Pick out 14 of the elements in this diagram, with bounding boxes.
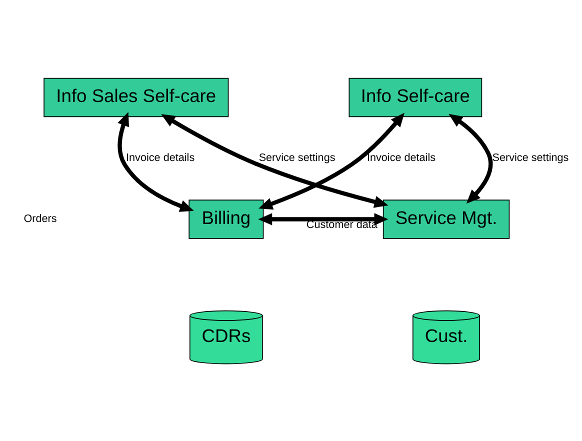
node-box: Info Sales Self-care	[44, 77, 229, 117]
node-box: Info Self-care	[348, 77, 482, 117]
edge-label: Service settings	[492, 152, 569, 164]
arrow	[258, 112, 405, 210]
node-box: Billing	[188, 199, 264, 238]
arrow	[118, 112, 194, 212]
edge-label: Invoice details	[366, 152, 436, 164]
edge-label: Invoice details	[126, 152, 195, 164]
arrow	[258, 212, 388, 225]
edge-label: Service settings	[258, 152, 336, 164]
label: Orders	[24, 212, 57, 225]
node-box: Service Mgt.	[382, 199, 510, 238]
arrow	[161, 114, 388, 208]
arrow	[448, 113, 493, 204]
